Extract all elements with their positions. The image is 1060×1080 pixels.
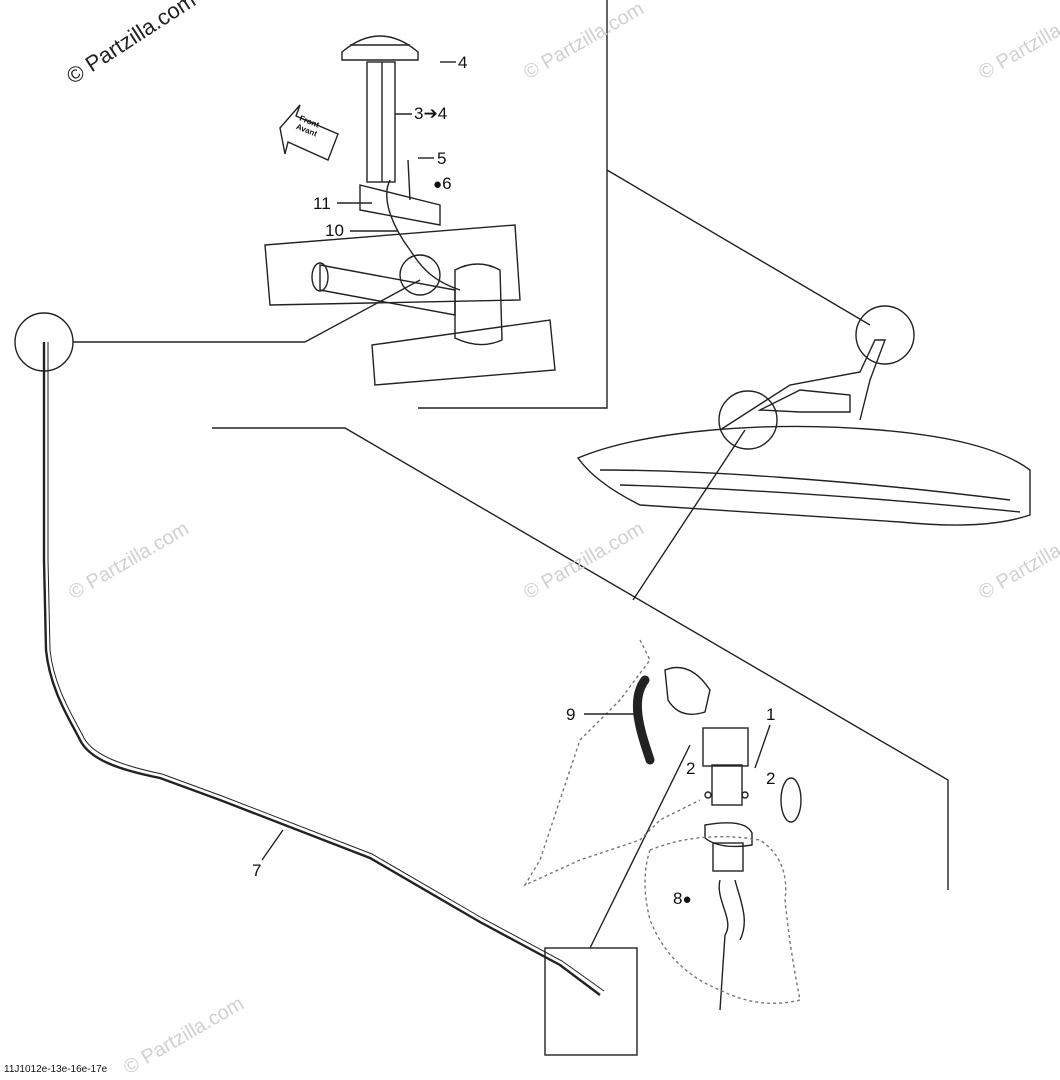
wiring-harness xyxy=(42,342,601,996)
connector-inset-box xyxy=(544,947,638,1056)
leader-top-to-boat xyxy=(606,169,871,326)
screw-right xyxy=(741,791,749,799)
leader-inset-box xyxy=(589,744,691,949)
socket-connector xyxy=(711,764,743,806)
socket-wiring xyxy=(718,879,729,1011)
interior-outline-dashed xyxy=(523,639,701,887)
droplet-icon: ● xyxy=(433,176,443,193)
droplet-icon: ● xyxy=(682,891,692,908)
callout-6: ●6 xyxy=(433,175,452,192)
boat-hull-stripe-2 xyxy=(619,484,1021,513)
callout-3-number: 3 xyxy=(414,104,424,123)
leader-7 xyxy=(261,829,284,861)
mast-light-pole xyxy=(366,61,396,183)
mast-harness-wire xyxy=(386,179,461,291)
boat-tower xyxy=(719,339,887,431)
socket-body xyxy=(712,842,744,872)
callout-3-arrow: ➔ xyxy=(423,104,438,123)
boat-windshield xyxy=(757,389,851,413)
lower-detail-frame xyxy=(212,427,949,890)
deck-panel-upper xyxy=(264,224,521,306)
connector-inset-small xyxy=(702,727,749,767)
callout-9: 9 xyxy=(566,705,576,724)
boat-hull xyxy=(576,425,1031,526)
leader-1 xyxy=(754,724,771,769)
socket-cover xyxy=(780,777,802,823)
deck-base-block xyxy=(454,263,503,346)
socket-cable-coil xyxy=(632,675,655,765)
leader-circle-to-mast xyxy=(304,279,421,343)
callout-10: 10 xyxy=(325,221,344,240)
callout-2-right: 2 xyxy=(766,769,776,788)
socket-base-cup xyxy=(704,822,753,848)
magnifier-circle-mast-base xyxy=(399,254,441,296)
callout-8: 8● xyxy=(673,890,692,907)
front-arrow-shape xyxy=(279,104,339,161)
callout-3: 3➔4 xyxy=(414,105,447,122)
callout-6-number: 6 xyxy=(442,174,452,193)
socket-wiring-b xyxy=(734,879,745,941)
leader-boat-to-lower xyxy=(632,429,746,601)
callout-2-left: 2 xyxy=(686,759,696,778)
callout-3-target: 4 xyxy=(437,104,448,123)
magnifier-circle-boat-mid xyxy=(718,390,778,450)
deck-cylinder-end xyxy=(311,262,329,292)
compartment-outline-dashed xyxy=(644,835,801,1004)
mast-screw xyxy=(407,159,411,201)
callout-8-number: 8 xyxy=(673,889,683,908)
callout-1: 1 xyxy=(766,705,776,724)
detail-frame-top xyxy=(418,0,608,409)
screw-left xyxy=(704,791,712,799)
deck-cylinder xyxy=(319,264,456,316)
wiring-harness-inner xyxy=(47,342,605,992)
callout-7: 7 xyxy=(252,861,262,880)
mast-mount-bracket xyxy=(359,184,441,226)
diagram-reference-code: 11J1012e-13e-16e-17e xyxy=(4,1064,108,1075)
socket-housing xyxy=(664,666,711,715)
mast-light-cap xyxy=(341,35,419,61)
magnifier-circle-boat-top xyxy=(855,305,915,365)
callout-4: 4 xyxy=(458,53,468,72)
deck-panel-lower xyxy=(371,319,556,386)
boat-hull-stripe xyxy=(599,469,1011,501)
callout-5: 5 xyxy=(437,149,447,168)
callout-11: 11 xyxy=(313,194,331,213)
